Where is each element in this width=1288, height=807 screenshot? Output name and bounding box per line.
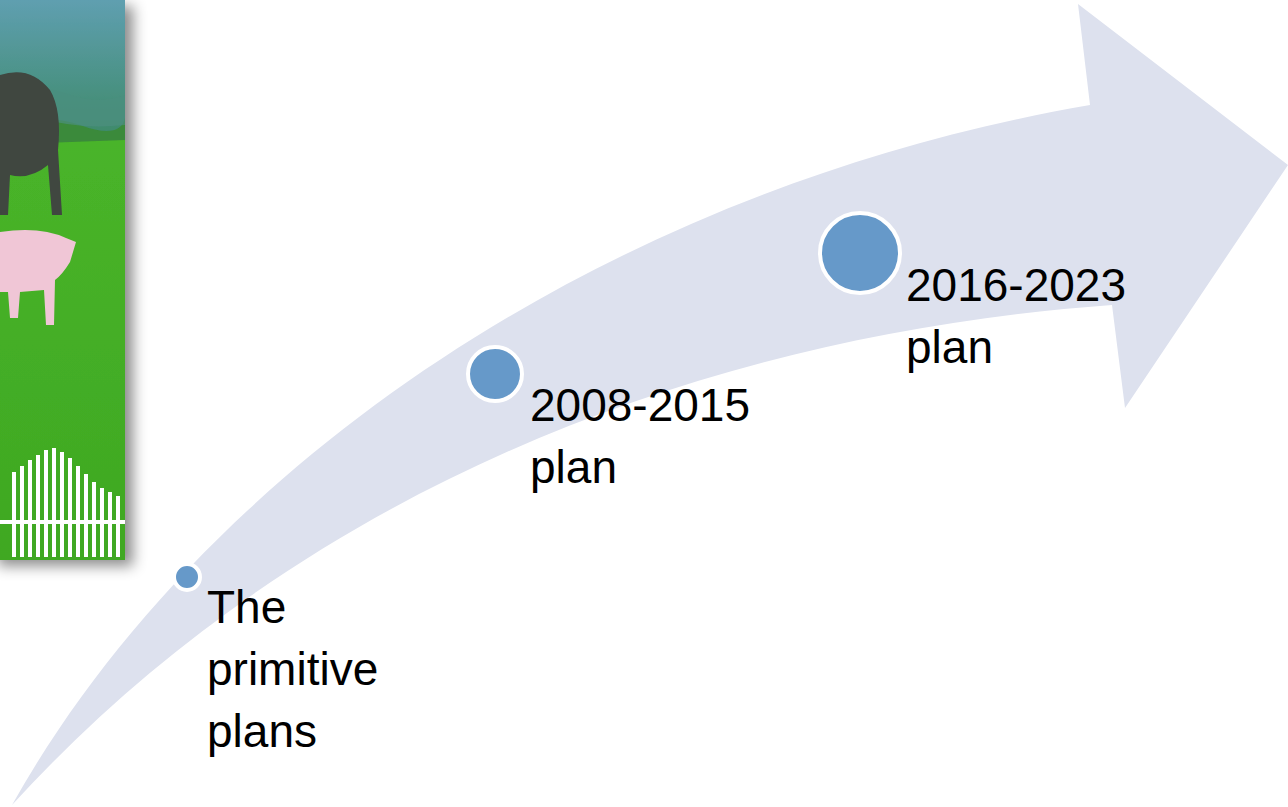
milestone-dot	[174, 564, 200, 590]
timeline-milestone: 2008-2015 plan	[466, 345, 524, 403]
farm-photo	[0, 0, 125, 560]
milestone-circle	[818, 211, 902, 295]
timeline-milestone: The primitive plans	[172, 562, 202, 592]
milestone-circle	[466, 345, 524, 403]
timeline-milestone: 2016-2023 plan	[818, 211, 902, 295]
milestone-circle	[172, 562, 202, 592]
milestone-label: 2008-2015 plan	[530, 374, 795, 498]
milestone-dot	[468, 347, 522, 401]
arrow-band	[12, 4, 1288, 805]
milestone-dot	[820, 213, 900, 293]
milestone-label: The primitive plans	[207, 576, 437, 762]
milestone-label: 2016-2023 plan	[906, 254, 1171, 378]
